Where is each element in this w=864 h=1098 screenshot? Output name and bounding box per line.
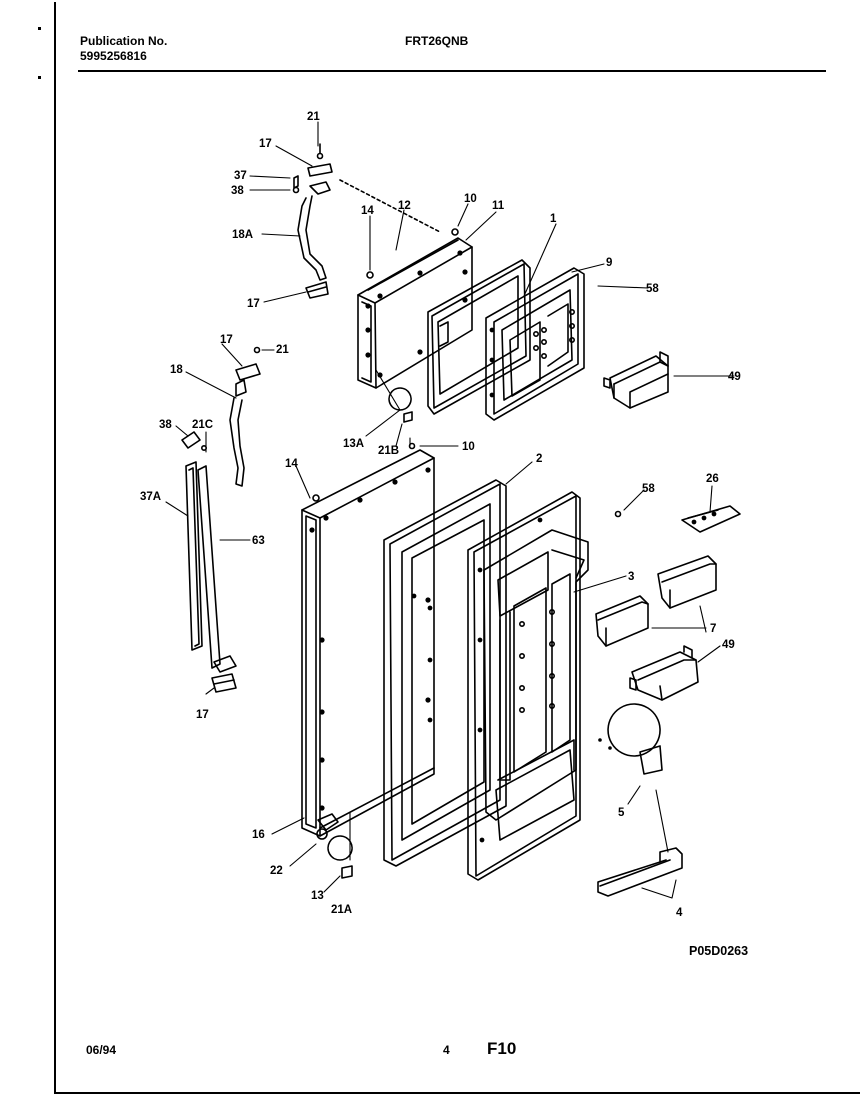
- callout-58: 58: [642, 483, 655, 495]
- publication-label: Publication No.: [80, 34, 168, 48]
- callout-37a: 37A: [140, 491, 161, 503]
- callout-10: 10: [464, 193, 477, 205]
- callout-17: 17: [247, 298, 260, 310]
- fresh-food-door-outer-panel: [301, 449, 435, 840]
- callout-21c: 21C: [192, 419, 213, 431]
- model-number: FRT26QNB: [405, 34, 469, 48]
- callout-14: 14: [361, 205, 374, 217]
- fresh-food-door-gasket: [383, 479, 507, 867]
- callout-13: 13: [311, 890, 324, 902]
- margin-mark: [38, 27, 41, 30]
- callout-2: 2: [536, 453, 542, 465]
- page-number: 4: [443, 1043, 450, 1057]
- callout-12: 12: [398, 200, 411, 212]
- callout-9: 9: [606, 257, 612, 269]
- freezer-door-bin: [603, 351, 669, 409]
- callout-18: 18: [170, 364, 183, 376]
- callout-26: 26: [706, 473, 719, 485]
- callout-10: 10: [462, 441, 475, 453]
- callout-38: 38: [231, 185, 244, 197]
- upper-hinge-parts: [292, 143, 441, 299]
- callout-21b: 21B: [378, 445, 399, 457]
- callout-38: 38: [159, 419, 172, 431]
- fresh-food-door-liner: [467, 491, 589, 881]
- header-rule: [78, 70, 826, 72]
- freezer-door-liner: [485, 267, 585, 421]
- callout-21: 21: [307, 111, 320, 123]
- callout-17: 17: [196, 709, 209, 721]
- hinge-bracket-middle: [229, 346, 416, 487]
- callout-13a: 13A: [343, 438, 364, 450]
- door-shelf-parts: [327, 505, 741, 897]
- callout-18a: 18A: [232, 229, 253, 241]
- callout-63: 63: [252, 535, 265, 547]
- callout-49: 49: [728, 371, 741, 383]
- callout-3: 3: [628, 571, 634, 583]
- callout-4: 4: [676, 907, 683, 919]
- callout-58: 58: [646, 283, 659, 295]
- callout-1: 1: [550, 213, 557, 225]
- page-frame: [54, 2, 860, 1094]
- callout-22: 22: [270, 865, 283, 877]
- diagram-code: P05D0263: [689, 944, 749, 958]
- callout-21a: 21A: [331, 904, 352, 916]
- callout-17: 17: [259, 138, 272, 150]
- callout-5: 5: [618, 807, 625, 819]
- callout-37: 37: [234, 170, 247, 182]
- door-trim-strips: [181, 431, 237, 693]
- callout-14: 14: [285, 458, 298, 470]
- callout-7: 7: [710, 623, 716, 635]
- callout-49: 49: [722, 639, 735, 651]
- margin-mark: [38, 76, 41, 79]
- publication-number: 5995256816: [80, 49, 147, 63]
- callout-17: 17: [220, 334, 233, 346]
- callout-21: 21: [276, 344, 289, 356]
- freezer-door-gasket: [427, 259, 531, 415]
- figure-number: F10: [487, 1039, 517, 1058]
- callout-16: 16: [252, 829, 265, 841]
- callout-labels: 21 17 37 38 18A 17 14 12 10 11 1 9 58 49…: [140, 111, 741, 919]
- footer-date: 06/94: [86, 1043, 117, 1057]
- callout-11: 11: [492, 200, 505, 212]
- freezer-door-outer-panel: [357, 228, 473, 389]
- leader-lines: [165, 121, 735, 899]
